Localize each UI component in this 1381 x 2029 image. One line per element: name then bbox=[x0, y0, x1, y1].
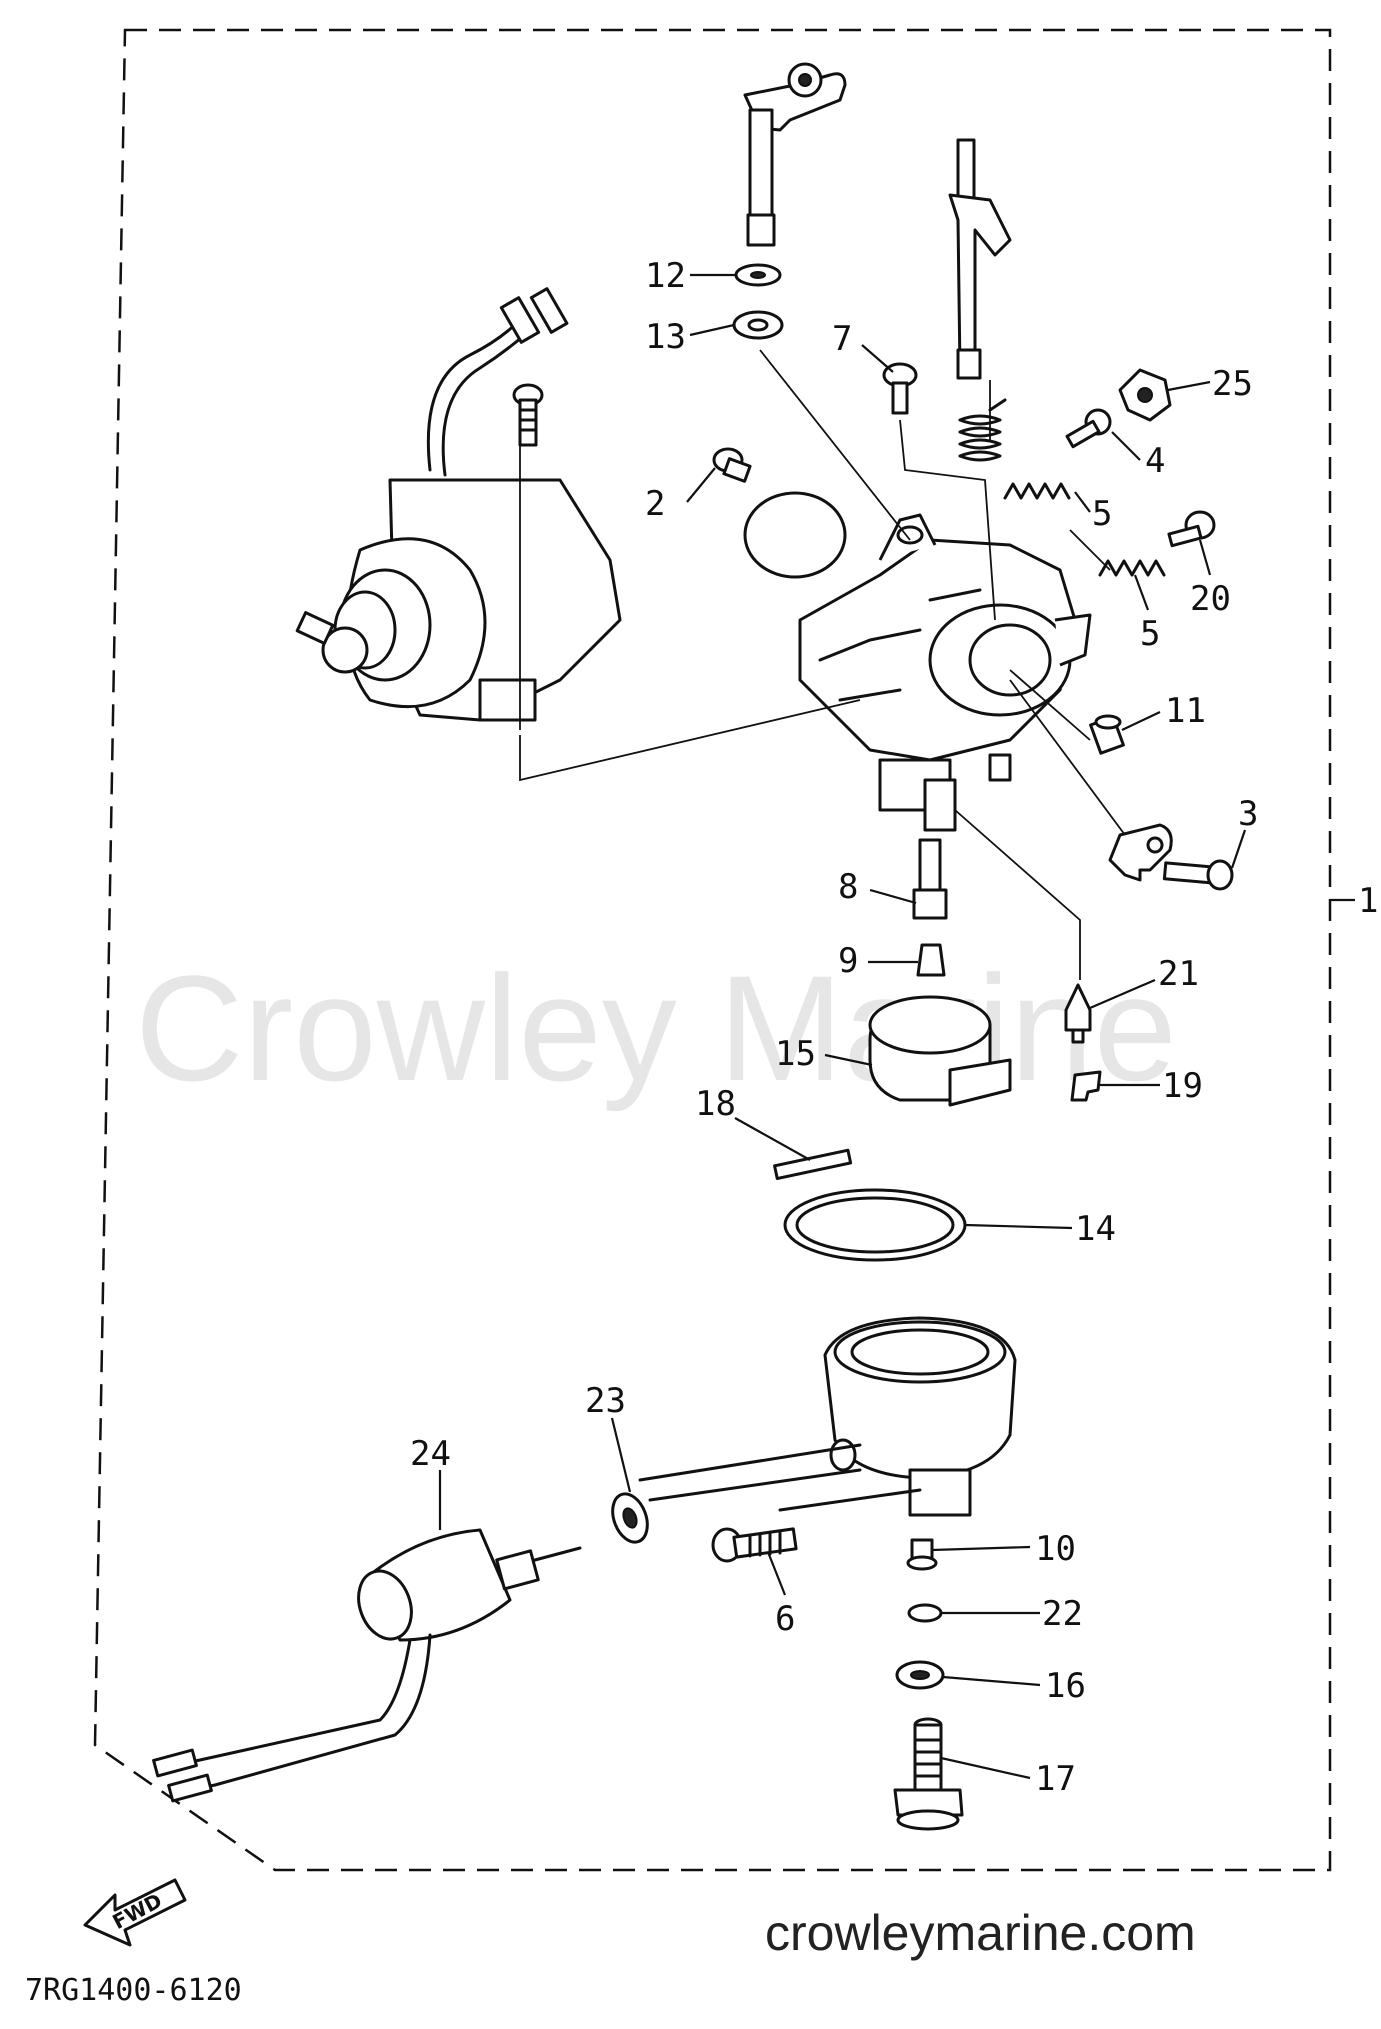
clip-19-part bbox=[1070, 1070, 1102, 1102]
callout-14: 14 bbox=[964, 1209, 1116, 1249]
choke-valve-plate-part bbox=[743, 491, 847, 579]
callout-5b: 5 bbox=[1133, 574, 1160, 654]
o-ring-22-part bbox=[907, 1603, 943, 1623]
washer-23-part bbox=[611, 1492, 649, 1544]
callout-24: 24 bbox=[410, 1434, 451, 1530]
needle-valve-21-part bbox=[1064, 983, 1092, 1044]
svg-text:20: 20 bbox=[1190, 579, 1231, 619]
float-pin-18-part bbox=[773, 1148, 853, 1181]
svg-text:13: 13 bbox=[645, 317, 686, 357]
svg-text:15: 15 bbox=[775, 1034, 816, 1074]
drain-screw-10-part bbox=[906, 1538, 938, 1571]
throttle-lever-part bbox=[743, 62, 847, 247]
callout-17: 17 bbox=[940, 1756, 1076, 1799]
throttle-spring-part bbox=[958, 398, 1007, 462]
callout-18: 18 bbox=[695, 1084, 811, 1161]
callout-3: 3 bbox=[1230, 794, 1258, 869]
svg-text:24: 24 bbox=[410, 1434, 451, 1474]
callout-8: 8 bbox=[838, 867, 917, 907]
svg-text:22: 22 bbox=[1042, 1594, 1083, 1634]
website-text: crowleymarine.com bbox=[765, 1905, 1196, 1961]
choke-shaft-part bbox=[948, 138, 1012, 380]
callout-22: 22 bbox=[941, 1594, 1083, 1634]
diagram-code: 7RG1400-6120 bbox=[25, 1973, 242, 2008]
callout-11: 11 bbox=[1121, 691, 1206, 731]
svg-text:6: 6 bbox=[775, 1599, 795, 1639]
svg-text:16: 16 bbox=[1045, 1666, 1086, 1706]
svg-text:10: 10 bbox=[1035, 1529, 1076, 1569]
svg-text:8: 8 bbox=[838, 867, 858, 907]
svg-text:17: 17 bbox=[1035, 1759, 1076, 1799]
pilot-jet-9-part bbox=[916, 943, 946, 977]
screw-4-part bbox=[1065, 408, 1112, 449]
spring-5-lower-part bbox=[1098, 559, 1166, 577]
fitting-17-part bbox=[893, 1717, 964, 1831]
svg-text:3: 3 bbox=[1238, 794, 1258, 834]
callout-2: 2 bbox=[645, 467, 716, 524]
callout-21: 21 bbox=[1089, 954, 1199, 1010]
watermark-text: Crowley Marine bbox=[135, 944, 1177, 1112]
float-bowl-part bbox=[823, 1316, 1017, 1517]
carburetor-body-part bbox=[798, 513, 1092, 832]
svg-text:14: 14 bbox=[1075, 1209, 1116, 1249]
callout-1: 1 bbox=[1330, 881, 1378, 921]
svg-text:2: 2 bbox=[645, 484, 665, 524]
screw-7-part bbox=[882, 362, 918, 415]
main-jet-8-part bbox=[912, 838, 948, 920]
actuator-screw-part bbox=[512, 383, 544, 447]
screw-20-part bbox=[1167, 510, 1216, 548]
washer-16-part bbox=[895, 1660, 945, 1690]
svg-text:5: 5 bbox=[1092, 494, 1112, 534]
callout-7: 7 bbox=[832, 319, 894, 373]
diaphragm-actuator-part bbox=[295, 287, 622, 722]
svg-text:23: 23 bbox=[585, 1381, 626, 1421]
spring-5-upper-part bbox=[1003, 482, 1071, 500]
callout-10: 10 bbox=[931, 1529, 1076, 1569]
svg-text:7: 7 bbox=[832, 319, 852, 359]
svg-text:25: 25 bbox=[1212, 364, 1253, 404]
svg-text:11: 11 bbox=[1165, 691, 1206, 731]
callout-16: 16 bbox=[942, 1666, 1086, 1706]
part-25-fitting bbox=[1118, 368, 1172, 422]
svg-text:19: 19 bbox=[1162, 1066, 1203, 1106]
svg-text:9: 9 bbox=[838, 941, 858, 981]
callout-25: 25 bbox=[1167, 364, 1253, 404]
bolt-6-part bbox=[711, 1527, 798, 1563]
callout-19: 19 bbox=[1098, 1066, 1203, 1106]
fwd-direction-arrow: FWD bbox=[83, 1878, 187, 1947]
svg-text:12: 12 bbox=[645, 256, 686, 296]
bracket-3-part bbox=[1108, 823, 1234, 891]
svg-text:18: 18 bbox=[695, 1084, 736, 1124]
svg-text:5: 5 bbox=[1140, 614, 1160, 654]
callout-6: 6 bbox=[766, 1551, 795, 1639]
callout-5a: 5 bbox=[1074, 491, 1112, 534]
svg-text:4: 4 bbox=[1145, 441, 1165, 481]
callout-23: 23 bbox=[585, 1381, 632, 1493]
callout-4: 4 bbox=[1111, 431, 1165, 481]
fwd-label: FWD bbox=[108, 1888, 165, 1934]
float-15-part bbox=[868, 995, 1012, 1107]
callout-13: 13 bbox=[645, 317, 735, 357]
svg-text:21: 21 bbox=[1158, 954, 1199, 994]
callout-20: 20 bbox=[1190, 539, 1231, 619]
callout-15: 15 bbox=[775, 1034, 873, 1074]
svg-text:1: 1 bbox=[1358, 881, 1378, 921]
part-11-sleeve bbox=[1089, 714, 1125, 755]
assembly-boundary bbox=[93, 28, 1332, 1872]
screw-2-part bbox=[712, 447, 752, 483]
callout-12: 12 bbox=[645, 256, 736, 296]
solenoid-24-part bbox=[152, 1528, 582, 1803]
callout-9: 9 bbox=[838, 941, 918, 981]
float-bowl-gasket-14-part bbox=[783, 1188, 967, 1262]
